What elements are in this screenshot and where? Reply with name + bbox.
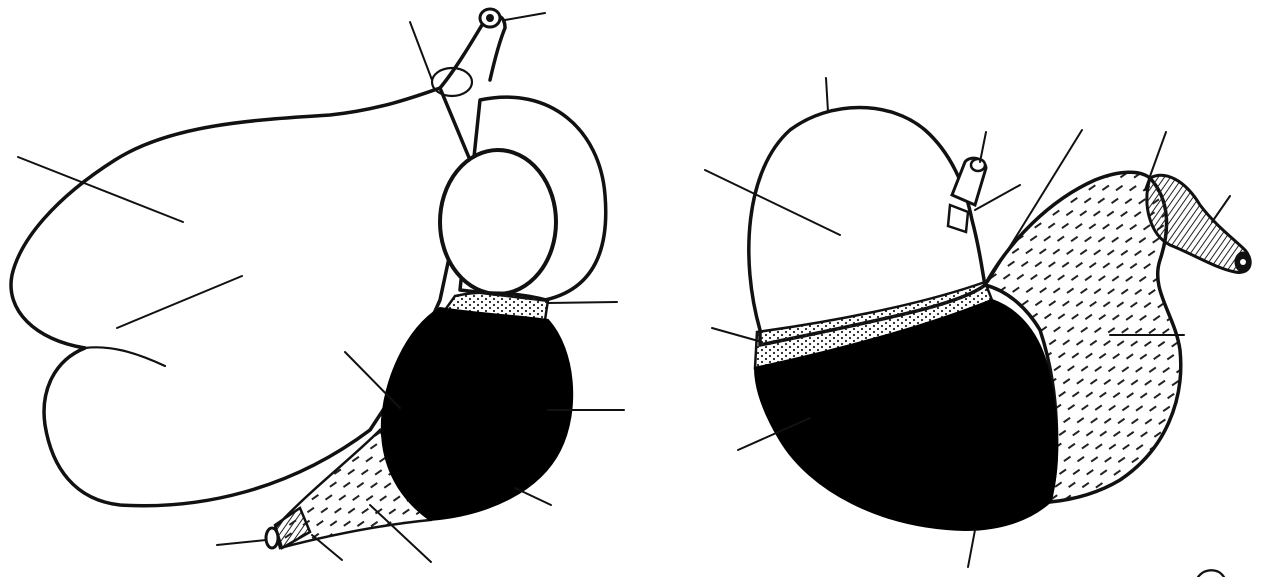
left-black-mass bbox=[382, 308, 572, 520]
left-tube-opening bbox=[266, 528, 278, 548]
left-organ bbox=[11, 9, 624, 562]
right-organ bbox=[705, 78, 1251, 567]
left-oval-chamber bbox=[440, 150, 556, 294]
corner-mark bbox=[1198, 570, 1224, 577]
